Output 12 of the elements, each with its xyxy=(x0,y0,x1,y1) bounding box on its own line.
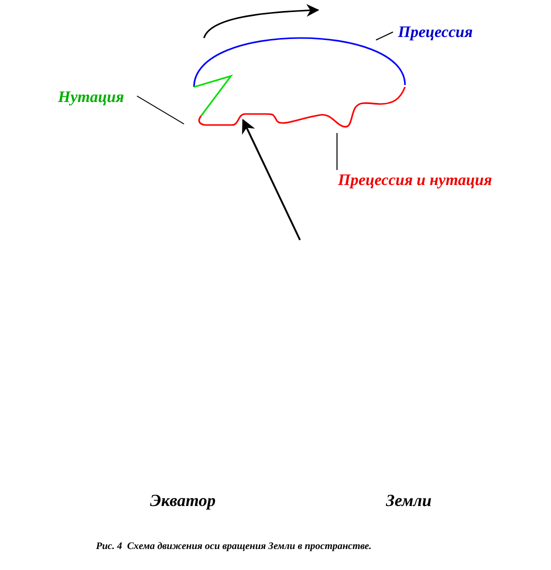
wave-curve xyxy=(198,86,406,128)
axis-label: Экватор xyxy=(150,490,216,512)
leader-line xyxy=(336,132,338,170)
axis-arrow xyxy=(242,118,301,240)
curve-label: Прецессия и нутация xyxy=(338,170,492,192)
leader-line xyxy=(136,96,184,124)
axis-label: Земли xyxy=(386,490,432,512)
figure-caption: Рис. 4 Схема движения оси вращения Земли в пространстве. xyxy=(96,540,372,554)
leader-line xyxy=(376,32,394,40)
zigzag-curve xyxy=(194,74,234,116)
curve-label: Прецессия xyxy=(398,22,473,44)
curve-label: Нутация xyxy=(58,87,124,109)
